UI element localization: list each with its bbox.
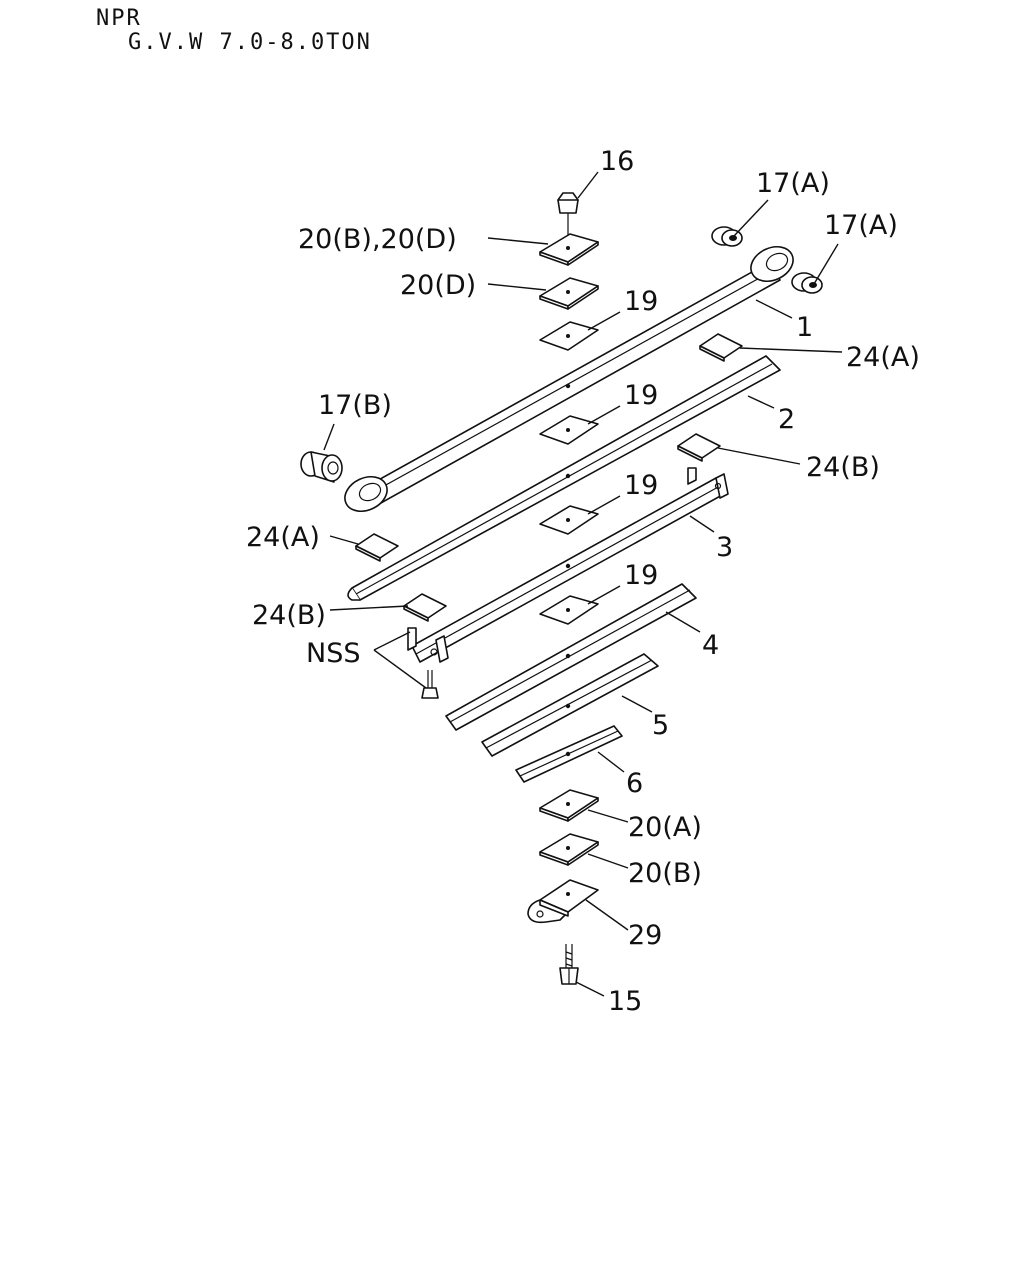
callout-1: 1 (796, 312, 813, 343)
part-24a-pad-left (355, 533, 399, 562)
part-19-spacer-c (539, 505, 599, 535)
callout-5: 5 (652, 710, 669, 741)
callout-24b-left: 24(B) (252, 600, 326, 631)
part-5-leaf (481, 653, 659, 757)
callout-3: 3 (716, 532, 733, 563)
callout-24a-left: 24(A) (246, 522, 320, 553)
callout-labels: 16 17(A) 17(A) 20(B),20(D) 20(D) 19 1 24… (246, 146, 920, 1017)
callout-29: 29 (628, 920, 662, 951)
part-6-leaf (515, 725, 623, 783)
part-19-spacer-a (539, 321, 599, 351)
part-17a-bushing-top (711, 226, 743, 247)
callout-15: 15 (608, 986, 642, 1017)
spec-subtitle: G.V.W 7.0-8.0TON (128, 30, 372, 55)
callout-20d: 20(D) (400, 270, 476, 301)
part-3-leaf (407, 467, 729, 663)
part-1-main-leaf (344, 245, 794, 513)
callout-20bd: 20(B),20(D) (298, 224, 457, 255)
callout-20b: 20(B) (628, 858, 702, 889)
part-17b-bushing (300, 451, 343, 483)
part-24a-pad-right (699, 333, 743, 362)
part-15-bolt (559, 944, 579, 985)
callout-2: 2 (778, 404, 795, 435)
part-4-leaf (445, 583, 697, 731)
callout-19-d: 19 (624, 560, 658, 591)
part-2-leaf (347, 355, 781, 601)
leader-lines (323, 171, 843, 997)
callout-6: 6 (626, 768, 643, 799)
part-20bd-spacer (539, 233, 599, 266)
callout-19-c: 19 (624, 470, 658, 501)
callout-24a-right: 24(A) (846, 342, 920, 373)
part-29-bracket (527, 879, 599, 924)
callout-16: 16 (600, 146, 634, 177)
callout-17a-right: 17(A) (824, 210, 898, 241)
model-title: NPR (96, 6, 142, 31)
part-20d-spacer (539, 277, 599, 310)
part-20a-spacer (539, 789, 599, 822)
part-nss-bolt (421, 670, 439, 699)
callout-20a: 20(A) (628, 812, 702, 843)
part-24b-pad-left (403, 593, 447, 622)
callout-nss: NSS (306, 638, 360, 669)
callout-4: 4 (702, 630, 719, 661)
part-20b-spacer (539, 833, 599, 866)
part-19-spacer-b (539, 415, 599, 445)
callout-19-a: 19 (624, 286, 658, 317)
callout-24b-right: 24(B) (806, 452, 880, 483)
callout-17b: 17(B) (318, 390, 392, 421)
callout-19-b: 19 (624, 380, 658, 411)
part-24b-pad-right (677, 433, 721, 462)
part-19-spacer-d (539, 595, 599, 625)
callout-17a-top: 17(A) (756, 168, 830, 199)
part-16-nut (557, 192, 579, 244)
part-17a-bushing-right (791, 272, 823, 294)
